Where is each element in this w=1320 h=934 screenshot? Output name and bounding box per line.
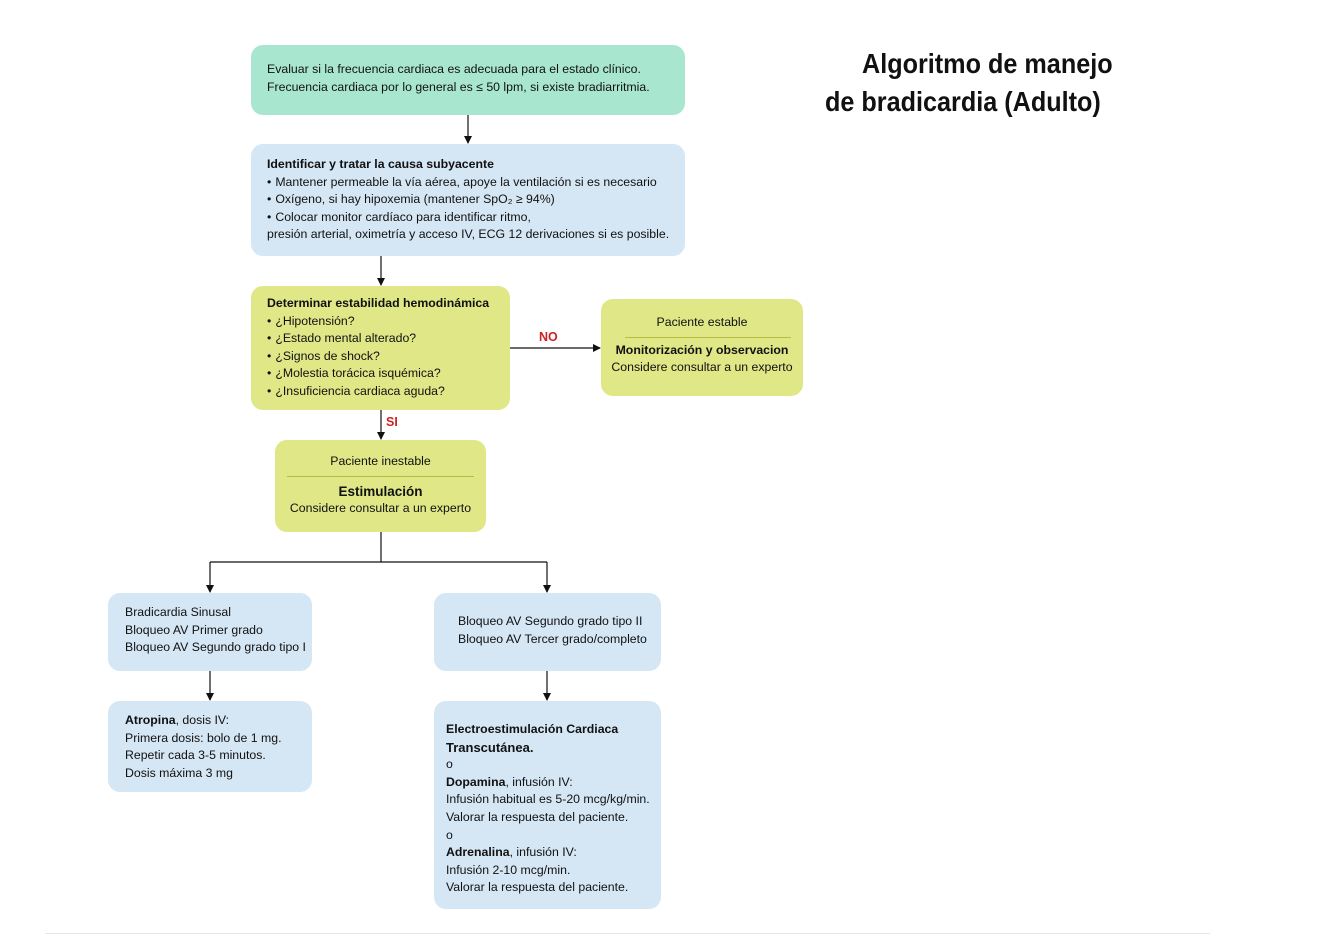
identify-item: Colocar monitor cardíaco para identifica…	[267, 209, 685, 227]
dopamine-line: Infusión habitual es 5-20 mcg/kg/min.	[446, 792, 650, 807]
identify-item: Mantener permeable la vía aérea, apoye l…	[267, 174, 685, 192]
adrenaline-line: Valorar la respuesta del paciente.	[446, 880, 629, 895]
evaluate-line-2: Frecuencia cardiaca por lo general es ≤ …	[267, 79, 650, 94]
box-evaluate-heart-rate: Evaluar si la frecuencia cardiaca es ade…	[251, 45, 685, 115]
unstable-header: Paciente inestable	[330, 454, 431, 468]
pacing-or: o	[446, 827, 453, 842]
pacing-or: o	[446, 757, 453, 772]
box-right-block-types: Bloqueo AV Segundo grado tipo II Bloqueo…	[434, 593, 661, 671]
box-identify-cause: Identificar y tratar la causa subyacente…	[251, 144, 685, 256]
atropine-drug: Atropina	[125, 713, 176, 727]
stable-heading: Monitorización y observacion	[615, 342, 789, 357]
left-type-line: Bloqueo AV Segundo grado tipo I	[125, 640, 306, 655]
atropine-heading: Atropina, dosis IV:	[125, 712, 312, 730]
stable-line: Considere consultar a un experto	[611, 360, 793, 375]
stable-divider	[625, 336, 791, 338]
box-atropine: Atropina, dosis IV: Primera dosis: bolo …	[108, 701, 312, 792]
pacing-heading-1: Electroestimulación Cardiaca	[446, 722, 619, 736]
stability-item: ¿Signos de shock?	[267, 348, 510, 366]
box-transcutaneous-pacing: Electroestimulación Cardiaca Transcutáne…	[434, 701, 661, 909]
adrenaline-line: Infusión 2-10 mcg/min.	[446, 862, 571, 877]
stability-item: ¿Hipotensión?	[267, 313, 510, 331]
identify-item: Oxígeno, si hay hipoxemia (mantener SpO₂…	[267, 191, 685, 209]
left-type-line: Bloqueo AV Primer grado	[125, 622, 263, 637]
unstable-heading: Estimulación	[338, 483, 423, 499]
right-type-line: Bloqueo AV Segundo grado tipo II	[458, 614, 643, 628]
identify-continuation: presión arterial, oximetría y acceso IV,…	[267, 227, 670, 242]
unstable-divider	[287, 475, 474, 477]
identify-heading: Identificar y tratar la causa subyacente	[267, 157, 494, 171]
atropine-line: Primera dosis: bolo de 1 mg.	[125, 730, 282, 745]
adrenaline-drug-rest: , infusión IV:	[509, 845, 577, 860]
dopamine-drug-rest: , infusión IV:	[505, 774, 573, 789]
dopamine-drug: Dopamina	[446, 774, 506, 789]
label-si: SI	[386, 415, 398, 429]
adrenaline-heading: Adrenalina, infusión IV:	[446, 844, 661, 862]
title-line-2: de bradicardia (Adulto)	[825, 86, 1101, 117]
stability-item: ¿Molestia torácica isquémica?	[267, 365, 510, 383]
left-type-line: Bradicardia Sinusal	[125, 605, 231, 619]
stability-item: ¿Estado mental alterado?	[267, 330, 510, 348]
label-no: NO	[539, 330, 558, 344]
stability-item: ¿Insuficiencia cardiaca aguda?	[267, 383, 510, 401]
dopamine-line: Valorar la respuesta del paciente.	[446, 809, 629, 824]
dopamine-heading: Dopamina, infusión IV:	[446, 774, 661, 792]
stable-header: Paciente estable	[656, 315, 748, 329]
box-unstable-patient: Paciente inestable Estimulación Consider…	[275, 440, 486, 532]
adrenaline-drug: Adrenalina	[446, 845, 510, 860]
atropine-line: Dosis máxima 3 mg	[125, 765, 233, 780]
pacing-heading-2: Transcutánea.	[446, 739, 534, 755]
box-stable-patient: Paciente estable Monitorización y observ…	[601, 299, 803, 396]
stability-heading: Determinar estabilidad hemodinámica	[267, 296, 490, 310]
evaluate-line-1: Evaluar si la frecuencia cardiaca es ade…	[267, 62, 641, 76]
unstable-line: Considere consultar a un experto	[289, 501, 472, 516]
atropine-line: Repetir cada 3-5 minutos.	[125, 748, 266, 763]
box-left-bradycardia-types: Bradicardia Sinusal Bloqueo AV Primer gr…	[108, 593, 312, 671]
right-type-line: Bloqueo AV Tercer grado/completo	[458, 631, 647, 646]
title-line-1: Algoritmo de manejo	[862, 48, 1113, 79]
box-hemodynamic-stability: Determinar estabilidad hemodinámica ¿Hip…	[251, 286, 510, 410]
atropine-drug-rest: , dosis IV:	[175, 713, 230, 727]
